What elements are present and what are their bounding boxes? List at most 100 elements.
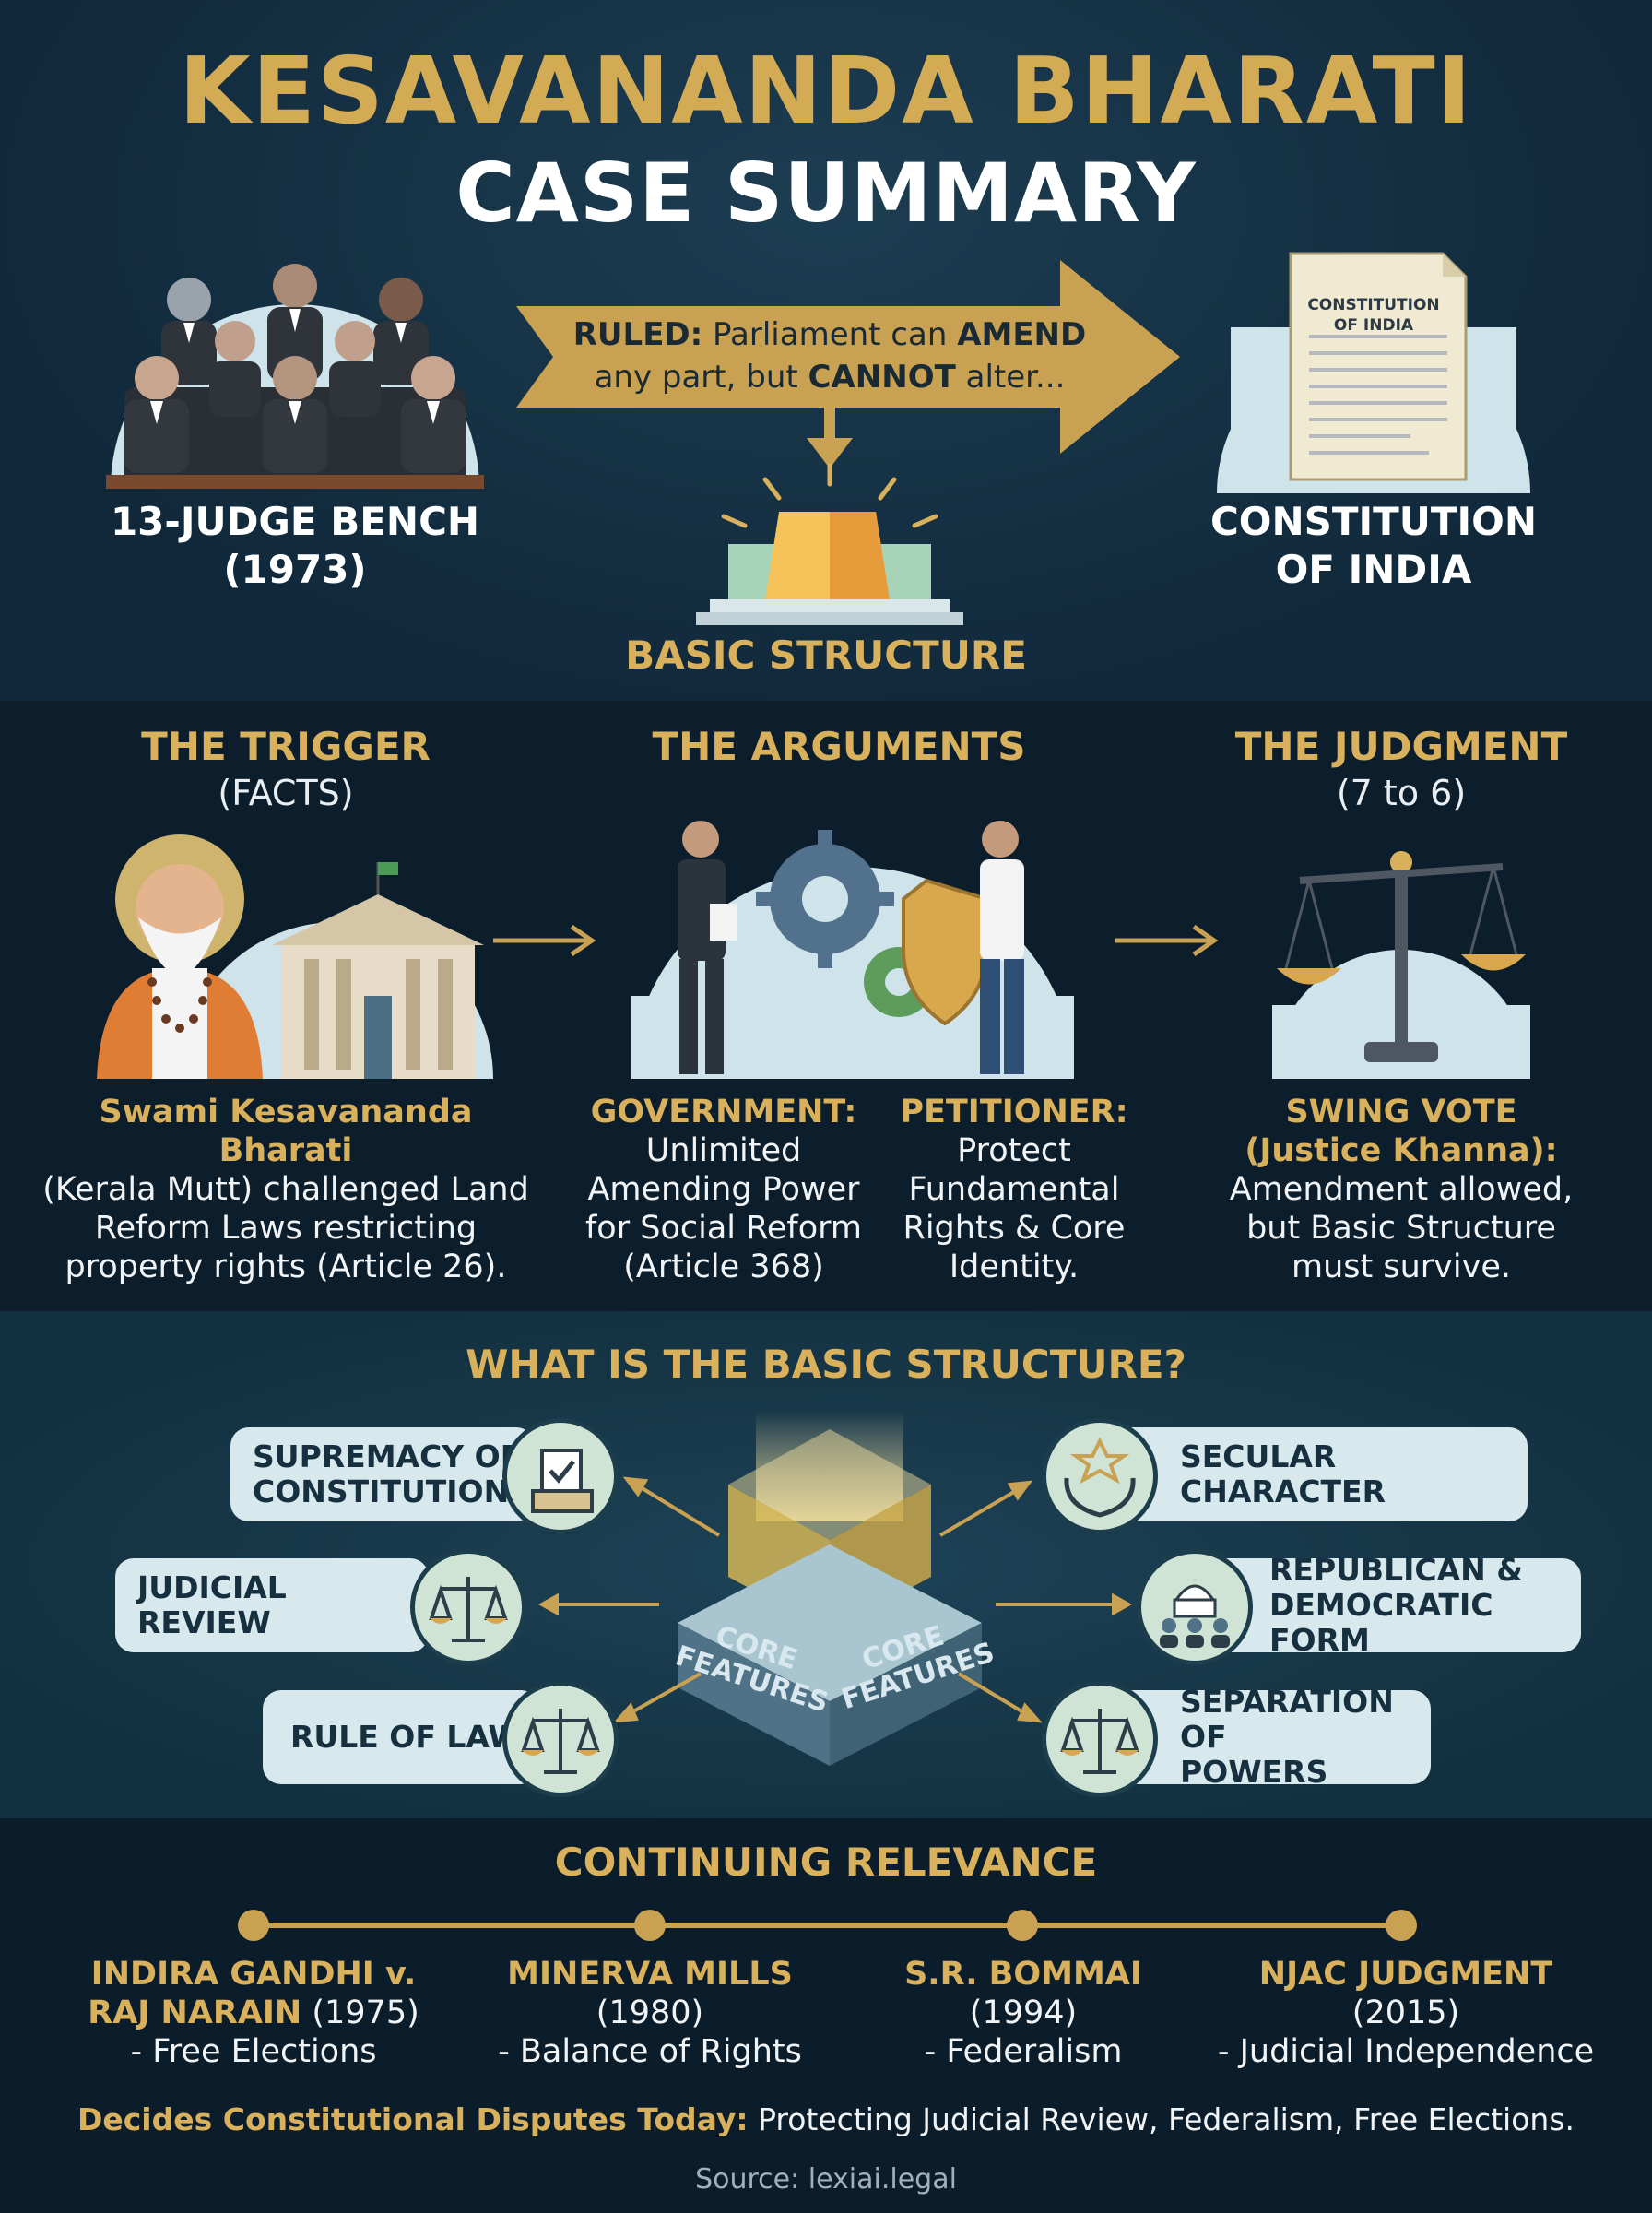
government-text-2: Amending Power bbox=[587, 1171, 860, 1208]
timeline-item-indira-gandhi: INDIRA GANDHI v. RAJ NARAIN (1975) - Fre… bbox=[55, 1955, 452, 2071]
trigger-sub: (FACTS) bbox=[218, 773, 354, 813]
secular-label: SECULAR CHARACTER bbox=[1180, 1438, 1386, 1509]
arguments-heading: THE ARGUMENTS bbox=[652, 724, 1026, 769]
judgment-text-3: must survive. bbox=[1292, 1249, 1511, 1285]
bench-label-line1: 13-JUDGE BENCH bbox=[110, 499, 480, 544]
separation-line1: SEPARATION OF bbox=[1180, 1684, 1394, 1755]
supremacy-line1: SUPREMACY OF bbox=[253, 1438, 522, 1474]
ruling-amend: AMEND bbox=[957, 316, 1087, 353]
timeline-item-title: S.R. BOMMAI bbox=[904, 1956, 1142, 1993]
timeline-item-year: (1994) bbox=[969, 1994, 1078, 2031]
arrow-right-icon bbox=[1115, 924, 1219, 957]
judge-bench-icon bbox=[106, 264, 484, 489]
government-text-4: (Article 368) bbox=[623, 1249, 824, 1285]
separation-line2: POWERS bbox=[1180, 1754, 1328, 1790]
bench-label: 13-JUDGE BENCH (1973) bbox=[55, 498, 535, 594]
ruling-cannot: CANNOT bbox=[808, 359, 956, 396]
hands-star-icon bbox=[1042, 1418, 1158, 1534]
scales-icon bbox=[410, 1549, 526, 1665]
arrow-right-icon bbox=[493, 924, 596, 957]
parliament-people-icon bbox=[1137, 1549, 1253, 1665]
timeline-dot bbox=[634, 1910, 666, 1941]
basic-structure-heading: WHAT IS THE BASIC STRUCTURE? bbox=[466, 1342, 1186, 1387]
scales-of-justice-icon bbox=[1272, 851, 1530, 1079]
decides-text: Protecting Judicial Review, Federalism, … bbox=[748, 2101, 1575, 2137]
feature-rule-of-law: RULE OF LAW bbox=[263, 1690, 539, 1784]
timeline-item-minerva-mills: MINERVA MILLS (1980) - Balance of Rights bbox=[470, 1955, 830, 2071]
supremacy-line2: CONSTITUTION bbox=[253, 1473, 510, 1509]
basic-structure-block-icon bbox=[696, 463, 963, 625]
petitioner-argument: PETITIONER: Protect Fundamental Rights &… bbox=[876, 1093, 1152, 1286]
down-arrow-icon bbox=[807, 396, 853, 468]
timeline-dot bbox=[238, 1910, 269, 1941]
ruling-text: RULED: Parliament can AMEND any part, bu… bbox=[562, 314, 1097, 398]
timeline-item-note: - Judicial Independence bbox=[1217, 2033, 1595, 2070]
source-credit: Source: lexiai.legal bbox=[695, 2163, 957, 2195]
judicial-review-label: JUDICIAL REVIEW bbox=[137, 1569, 287, 1640]
relevance-heading: CONTINUING RELEVANCE bbox=[554, 1840, 1098, 1885]
relevance-band bbox=[0, 1818, 1652, 2213]
government-argument: GOVERNMENT: Unlimited Amending Power for… bbox=[572, 1093, 876, 1286]
feature-secular-character: SECULAR CHARACTER bbox=[1106, 1427, 1528, 1521]
petitioner-text-3: Rights & Core bbox=[903, 1210, 1126, 1247]
judgment-heading: THE JUDGMENT bbox=[1234, 724, 1568, 769]
document-title-line1: CONSTITUTION bbox=[1307, 296, 1440, 314]
petitioner-text-1: Protect bbox=[957, 1132, 1071, 1169]
judgment-sub: (7 to 6) bbox=[1336, 773, 1467, 813]
timeline-item-njac-judgment: NJAC JUDGMENT (2015) - Judicial Independ… bbox=[1198, 1955, 1613, 2071]
bench-label-line2: (1973) bbox=[223, 547, 367, 592]
government-text-1: Unlimited bbox=[645, 1132, 802, 1169]
petitioner-text-2: Fundamental bbox=[908, 1171, 1120, 1208]
sub-title: CASE SUMMARY bbox=[455, 146, 1197, 241]
trigger-text-2: Reform Laws restricting bbox=[94, 1210, 478, 1247]
feature-connector-arrows bbox=[537, 1476, 1133, 1723]
petitioner-title: PETITIONER: bbox=[900, 1094, 1128, 1130]
timeline-item-title-2: RAJ NARAIN bbox=[88, 1994, 302, 2031]
swing-vote-line1: SWING VOTE bbox=[1285, 1094, 1517, 1130]
scales-icon bbox=[1042, 1681, 1158, 1797]
judgment-text-2: but Basic Structure bbox=[1246, 1210, 1556, 1247]
timeline-item-title: MINERVA MILLS bbox=[507, 1956, 793, 1993]
ballot-box-icon bbox=[502, 1418, 619, 1534]
trigger-heading: THE TRIGGER bbox=[141, 724, 431, 769]
timeline-item-note: - Balance of Rights bbox=[498, 2033, 802, 2070]
document-title-line2: OF INDIA bbox=[1333, 316, 1414, 335]
ruling-text-3: alter... bbox=[955, 359, 1066, 396]
judgment-text-1: Amendment allowed, bbox=[1229, 1171, 1574, 1208]
decides-disputes-line: Decides Constitutional Disputes Today: P… bbox=[0, 2101, 1652, 2139]
trigger-text-3: property rights (Article 26). bbox=[65, 1249, 507, 1285]
ruling-text-1: Parliament can bbox=[702, 316, 958, 353]
document-title: CONSTITUTION OF INDIA bbox=[1291, 295, 1457, 336]
timeline-item-title: INDIRA GANDHI v. bbox=[90, 1956, 417, 1993]
feature-judicial-review: JUDICIAL REVIEW bbox=[115, 1558, 429, 1652]
constitution-label: CONSTITUTION OF INDIA bbox=[1143, 498, 1604, 594]
timeline-item-year: (1975) bbox=[301, 1994, 419, 2031]
ruling-arrow-icon bbox=[516, 260, 1180, 454]
decides-label: Decides Constitutional Disputes Today: bbox=[77, 2101, 749, 2137]
trigger-name: Swami Kesavananda Bharati bbox=[99, 1094, 473, 1169]
constitution-label-line1: CONSTITUTION bbox=[1210, 499, 1538, 544]
core-features-cube-icon bbox=[678, 1411, 982, 1766]
timeline-item-sr-bommai: S.R. BOMMAI (1994) - Federalism bbox=[857, 1955, 1189, 2071]
timeline-item-title: NJAC JUDGMENT bbox=[1258, 1956, 1553, 1993]
feature-republican-democratic-form: REPUBLICAN &DEMOCRATIC FORM bbox=[1203, 1553, 1581, 1658]
basic-structure-label: BASIC STRUCTURE bbox=[625, 633, 1027, 678]
timeline-item-year: (1980) bbox=[596, 1994, 704, 2031]
arguments-illustration-icon bbox=[631, 821, 1074, 1079]
main-title: KESAVANANDA BHARATI bbox=[179, 37, 1473, 145]
republican-line1: REPUBLICAN & bbox=[1269, 1552, 1524, 1588]
swami-temple-icon bbox=[97, 834, 493, 1079]
swing-vote-line2: (Justice Khanna): bbox=[1245, 1132, 1558, 1169]
constitution-label-line2: OF INDIA bbox=[1275, 547, 1472, 592]
petitioner-text-4: Identity. bbox=[949, 1249, 1080, 1285]
constitution-document-icon bbox=[1217, 252, 1530, 493]
government-title: GOVERNMENT: bbox=[590, 1094, 857, 1130]
timeline-dot bbox=[1386, 1910, 1417, 1941]
ruling-text-2: any part, but bbox=[594, 359, 808, 396]
trigger-text-1: (Kerala Mutt) challenged Land bbox=[42, 1171, 529, 1208]
rule-of-law-label: RULE OF LAW bbox=[290, 1719, 522, 1755]
ruling-prefix: RULED: bbox=[572, 316, 703, 353]
government-text-3: for Social Reform bbox=[584, 1210, 863, 1247]
